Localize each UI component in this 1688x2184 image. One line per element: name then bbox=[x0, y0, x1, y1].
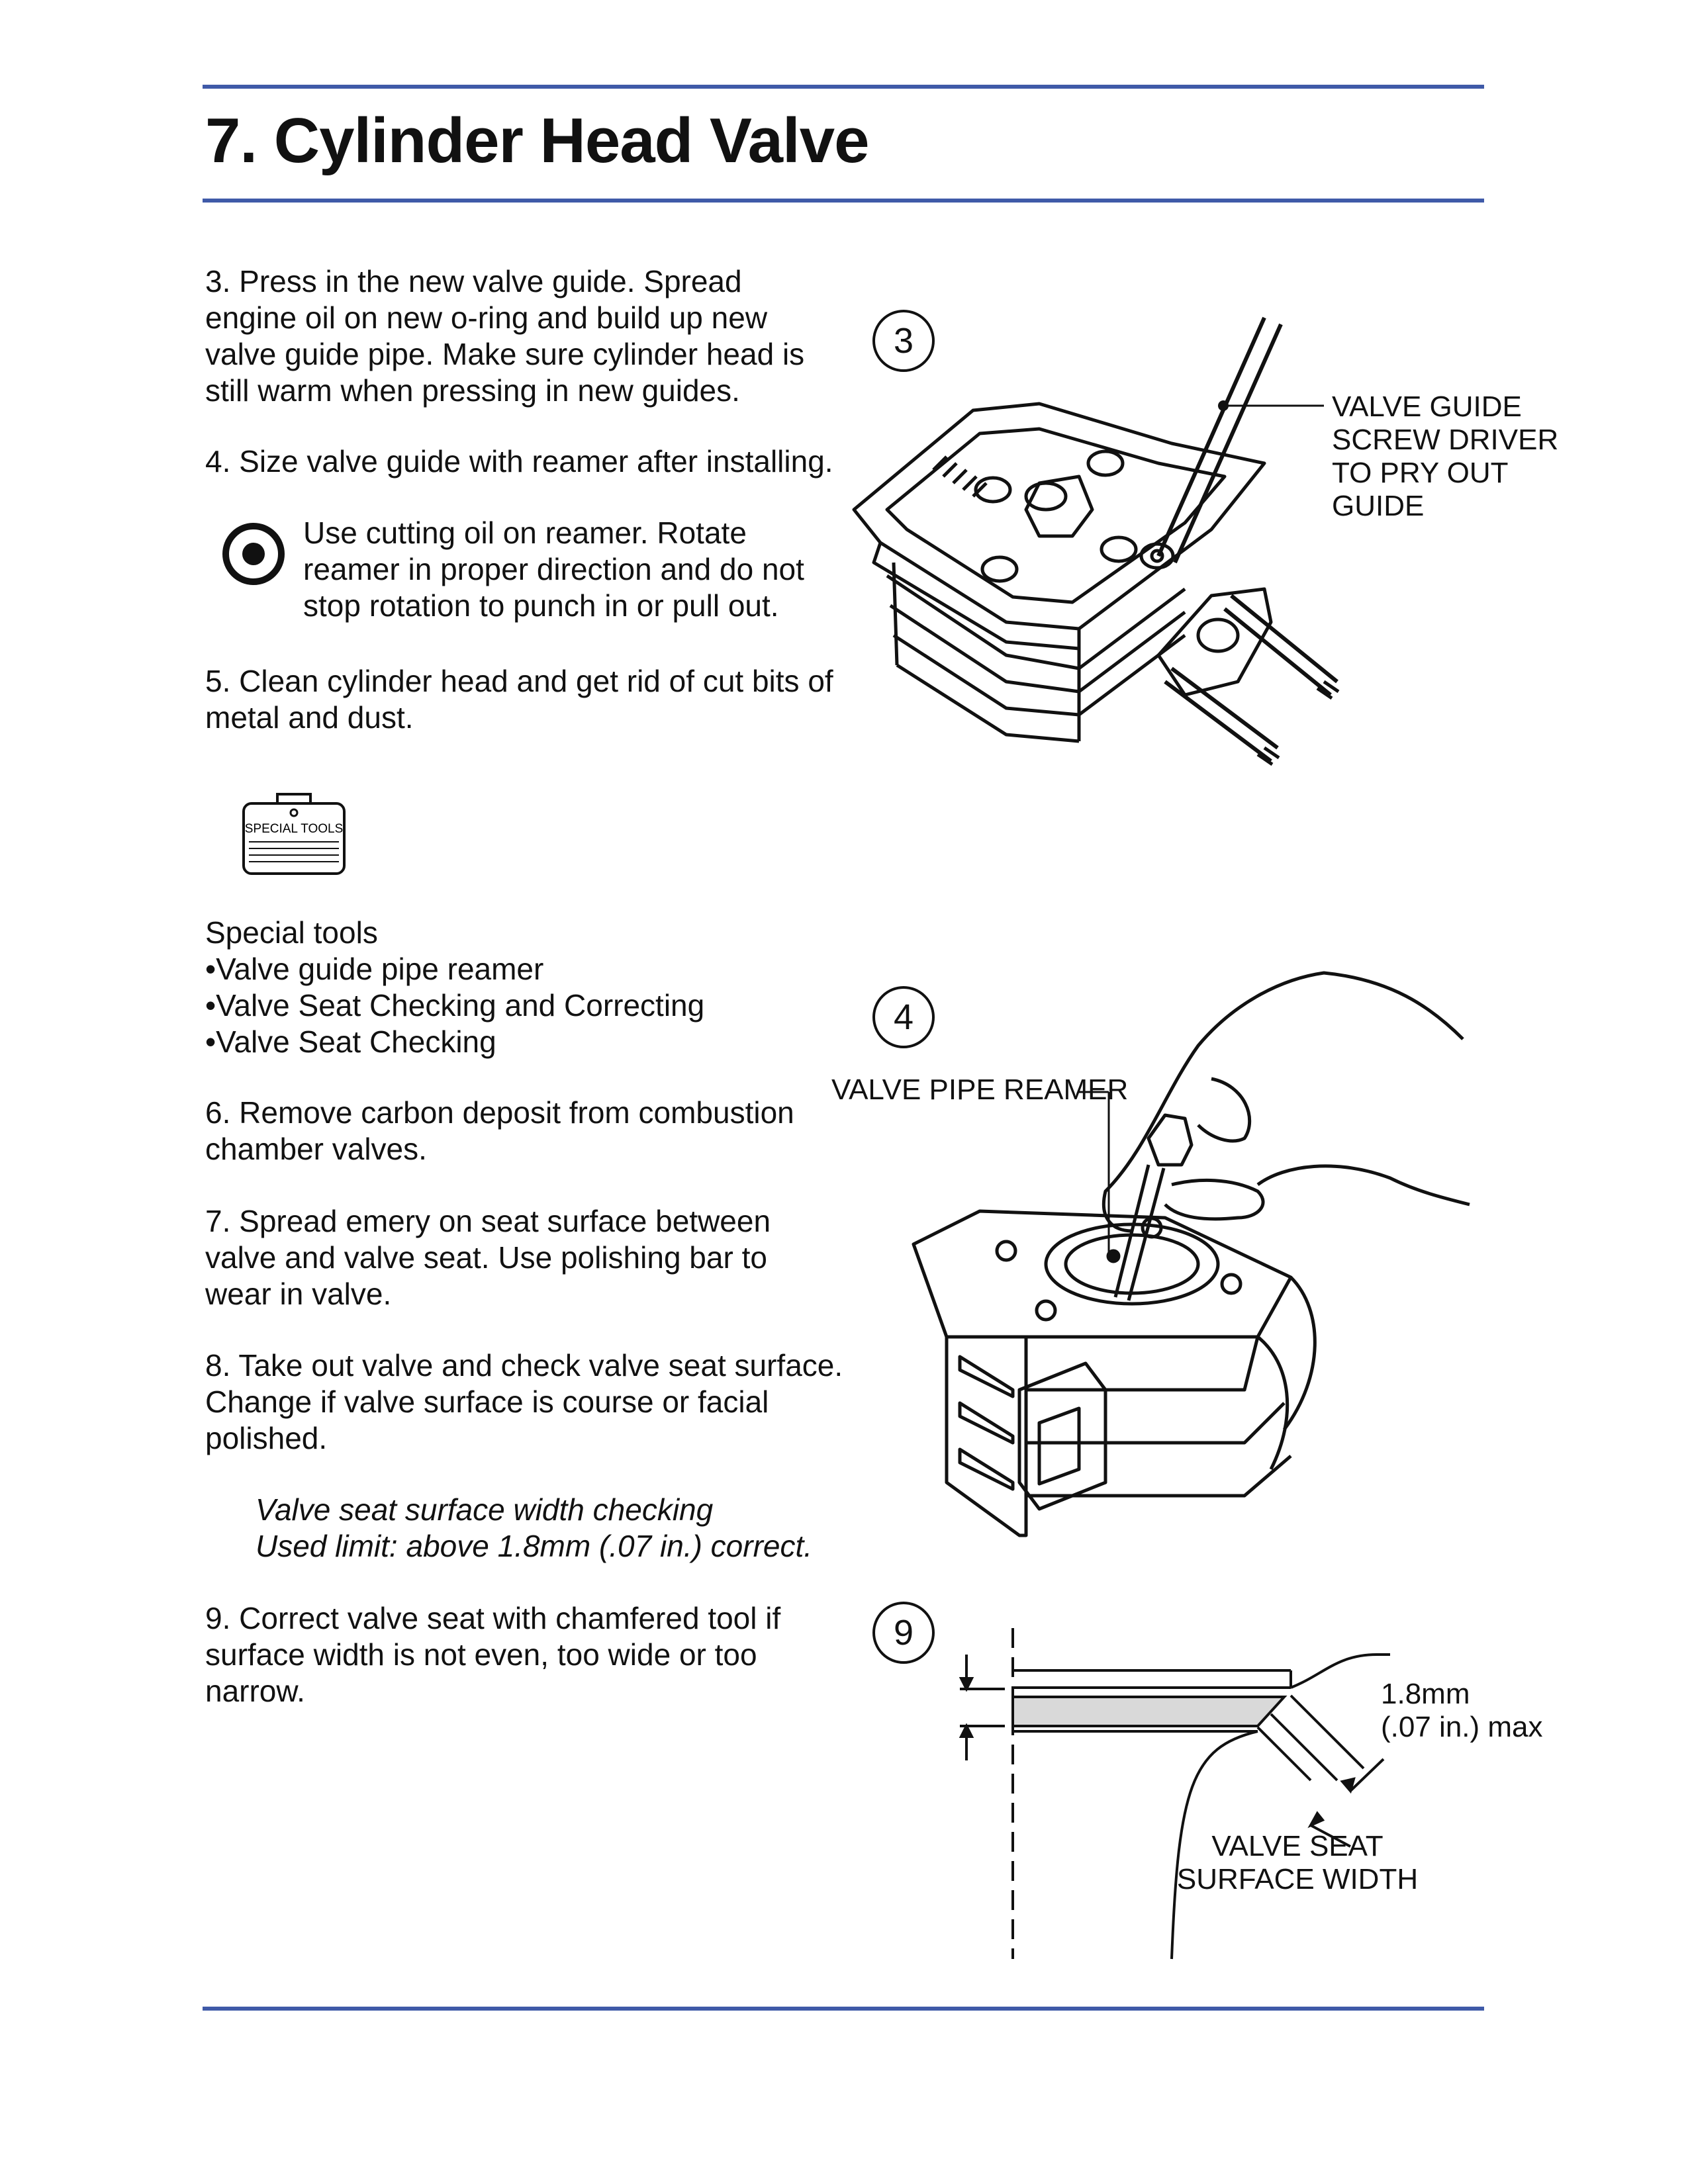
figure-9-label: VALVE SEAT SURFACE WIDTH bbox=[1172, 1830, 1423, 1896]
step-9: 9. Correct valve seat with chamfered too… bbox=[205, 1601, 781, 1708]
figure-3-label-line: TO PRY OUT bbox=[1332, 457, 1509, 489]
step-5: 5. Clean cylinder head and get rid of cu… bbox=[205, 664, 833, 735]
special-tools-item: •Valve guide pipe reamer bbox=[205, 952, 544, 986]
figure-9-dimension-line: 1.8mm bbox=[1381, 1678, 1470, 1710]
figure-9-dimension-line: (.07 in.) max bbox=[1381, 1711, 1543, 1743]
special-tools-icon: SPECIAL TOOLS bbox=[242, 793, 346, 875]
special-tools-list: Special tools •Valve guide pipe reamer •… bbox=[205, 915, 704, 1060]
special-tools-item: •Valve Seat Checking and Correcting bbox=[205, 988, 705, 1023]
title-rule bbox=[203, 199, 1484, 203]
step-4: 4. Size valve guide with reamer after in… bbox=[205, 444, 833, 478]
step-6: 6. Remove carbon deposit from combustion… bbox=[205, 1095, 794, 1166]
figure-3-label-line: GUIDE bbox=[1332, 490, 1425, 522]
figure-4-label: VALVE PIPE REAMER bbox=[831, 1073, 1129, 1106]
figure-9-number: 9 bbox=[872, 1602, 935, 1664]
step-7: 7. Spread emery on seat surface between … bbox=[205, 1204, 771, 1311]
spec-line-2: Used limit: above 1.8mm (.07 in.) correc… bbox=[256, 1529, 813, 1563]
figure-9-valve-seat-drawing bbox=[959, 1628, 1390, 1960]
top-rule bbox=[203, 85, 1484, 89]
step-8: 8. Take out valve and check valve seat s… bbox=[205, 1348, 843, 1455]
figure-9-dimension: 1.8mm (.07 in.) max bbox=[1381, 1678, 1543, 1744]
figure-3-label-line: VALVE GUIDE bbox=[1332, 390, 1522, 423]
figure-3-label: VALVE GUIDE SCREW DRIVER TO PRY OUT GUID… bbox=[1332, 390, 1558, 523]
figure-3-cylinder-head-drawing bbox=[852, 316, 1340, 766]
spec-line-1: Valve seat surface width checking bbox=[256, 1492, 714, 1527]
caution-note: Use cutting oil on reamer. Rotate reamer… bbox=[303, 516, 804, 623]
figure-9-label-line: VALVE SEAT bbox=[1211, 1830, 1383, 1862]
bottom-rule bbox=[203, 2007, 1484, 2011]
caution-target-icon bbox=[222, 523, 285, 585]
figure-3-number: 3 bbox=[872, 310, 935, 372]
page-title: 7. Cylinder Head Valve bbox=[205, 105, 869, 176]
step-3: 3. Press in the new valve guide. Spread … bbox=[205, 264, 805, 408]
figure-3-label-line: SCREW DRIVER bbox=[1332, 424, 1559, 456]
special-tools-heading: Special tools bbox=[205, 915, 378, 950]
figure-4-reamer-drawing bbox=[912, 971, 1470, 1537]
figure-9-label-line: SURFACE WIDTH bbox=[1176, 1863, 1419, 1895]
figure-4-number: 4 bbox=[872, 986, 935, 1048]
special-tools-item: •Valve Seat Checking bbox=[205, 1024, 496, 1059]
special-tools-icon-label: SPECIAL TOOLS bbox=[245, 822, 344, 836]
